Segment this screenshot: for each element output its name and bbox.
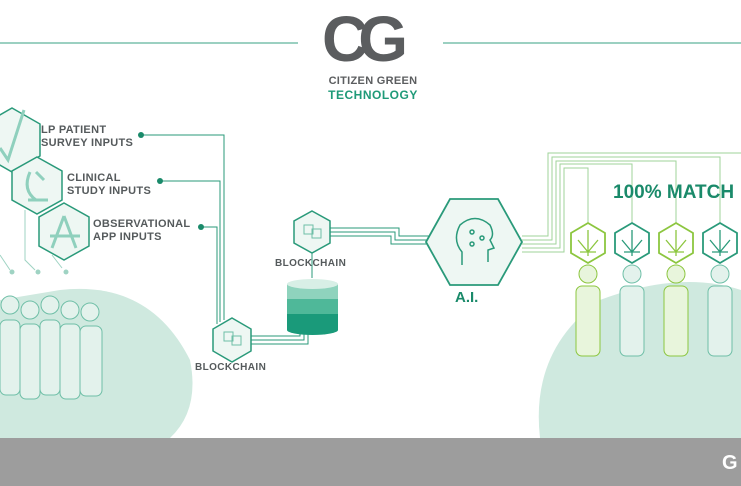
input-label-survey: LP PATIENT SURVEY INPUTS — [41, 124, 134, 149]
ai-label: A.I. — [455, 289, 479, 306]
logo-line-2: TECHNOLOGY — [328, 88, 418, 102]
logo-monogram: CG — [322, 3, 408, 75]
cannabis-leaf-icon — [709, 230, 731, 256]
logo-line-1: CITIZEN GREEN — [328, 75, 418, 87]
footer-bar: G — [0, 438, 741, 486]
brain-head-icon — [455, 217, 496, 265]
app-store-icon — [50, 215, 80, 249]
blockchain-label-2: BLOCKCHAIN — [275, 258, 347, 269]
footer-letter: G — [722, 452, 738, 474]
database-icon — [287, 279, 338, 335]
checkmark-icon — [0, 109, 26, 164]
input-label-clinical: CLINICAL STUDY INPUTS — [67, 172, 152, 197]
microscope-icon — [25, 170, 48, 202]
ai-hex — [424, 198, 524, 286]
input-label-app: OBSERVATIONAL APP INPUTS — [93, 218, 191, 243]
patient-crowd — [0, 295, 103, 400]
blockchain-label-1: BLOCKCHAIN — [195, 362, 267, 373]
cannabis-leaf-icon — [577, 230, 599, 256]
cannabis-leaf-icon — [621, 230, 643, 256]
matched-patients — [575, 264, 733, 357]
input-connectors — [141, 134, 225, 324]
match-label: 100% MATCH — [613, 182, 735, 203]
input-hex-app — [38, 202, 90, 261]
input-hex-clinical — [11, 156, 63, 215]
cannabis-leaf-icon — [665, 230, 687, 256]
